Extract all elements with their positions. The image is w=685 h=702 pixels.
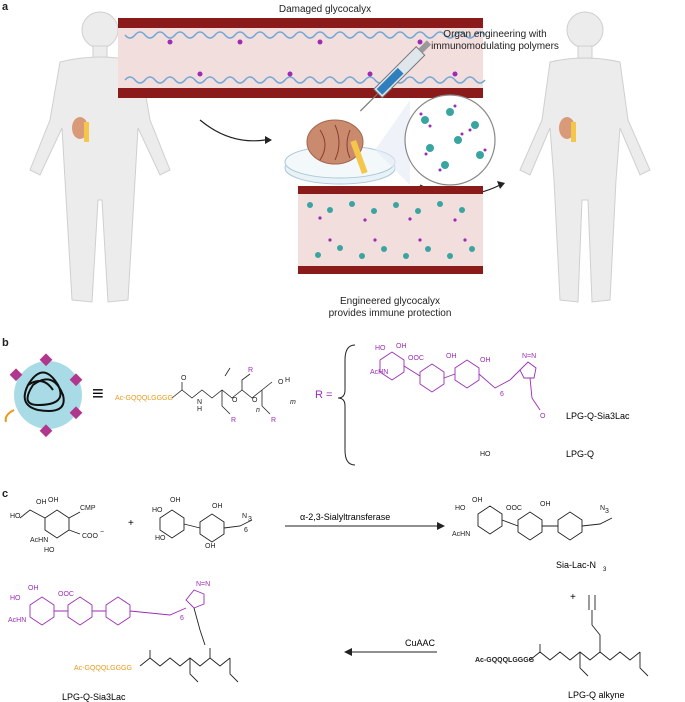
panel-c-label: c xyxy=(2,488,9,500)
damaged-glycocalyx-label: Damaged glycocalyx xyxy=(278,4,372,15)
svg-text:OH: OH xyxy=(446,353,457,360)
equivalence-symbol: ≡ xyxy=(92,383,104,405)
svg-text:AcHN: AcHN xyxy=(8,617,26,624)
svg-text:n: n xyxy=(256,407,260,414)
svg-text:OOC: OOC xyxy=(58,591,74,598)
svg-text:COO: COO xyxy=(82,533,99,540)
svg-text:6: 6 xyxy=(500,391,504,398)
svg-text:AcHN: AcHN xyxy=(370,369,388,376)
panel-a-illustration xyxy=(29,11,651,303)
plus-sign-1: + xyxy=(128,518,134,529)
svg-text:HO: HO xyxy=(455,505,466,512)
variant-lpg-q-sia3lac: LPG-Q-Sia3Lac xyxy=(566,411,630,421)
svg-text:O: O xyxy=(232,397,238,404)
flow-arrow-1 xyxy=(199,119,266,142)
enzyme-label: α-2,3-Sialyltransferase xyxy=(300,512,390,522)
svg-text:O: O xyxy=(540,413,546,420)
variant-lpg-q: LPG-Q xyxy=(566,449,594,459)
panel-c-illustration: HO OH OH CMP COO − AcHN HO + HO OH HO OH… xyxy=(8,497,649,702)
definition-brace xyxy=(337,344,356,466)
svg-text:R: R xyxy=(231,417,236,424)
sia3lac-structure xyxy=(379,351,541,411)
right-human-figure xyxy=(519,11,651,303)
final-product-structure xyxy=(29,589,205,626)
right-kidney xyxy=(559,117,576,142)
left-kidney xyxy=(72,117,89,142)
organ-engineering-label-1: Organ engineering with xyxy=(443,29,547,40)
lpg-backbone xyxy=(171,367,273,415)
svg-text:OH: OH xyxy=(48,497,59,504)
svg-text:6: 6 xyxy=(180,615,184,622)
cuaac-label: CuAAC xyxy=(405,638,436,648)
engineered-glycocalyx-label-1: Engineered glycocalyx xyxy=(339,296,441,307)
svg-text:OH: OH xyxy=(170,497,181,504)
lactose-azide xyxy=(159,509,253,543)
plus-sign-2: + xyxy=(570,592,576,603)
svg-text:HO: HO xyxy=(10,513,21,520)
lpg-q-alkyne-structure xyxy=(529,595,649,677)
svg-text:3: 3 xyxy=(605,508,609,515)
svg-text:H: H xyxy=(285,377,290,384)
svg-text:R: R xyxy=(271,417,276,424)
cmp-sialic-acid xyxy=(19,509,81,539)
svg-text:N: N xyxy=(242,513,247,520)
svg-text:O: O xyxy=(278,379,284,386)
svg-text:OOC: OOC xyxy=(408,355,424,362)
svg-text:Ac-GQQQLGGGG: Ac-GQQQLGGGG xyxy=(475,657,535,664)
r-equals-label: R = xyxy=(315,389,332,401)
svg-text:H: H xyxy=(197,406,202,413)
svg-text:AcHN: AcHN xyxy=(30,537,48,544)
panel-b-illustration: ≡ Ac-GQQQLGGGG O N H O O R R R n O H m R… xyxy=(4,343,630,466)
panel-b-label: b xyxy=(2,337,9,349)
svg-text:OH: OH xyxy=(212,503,223,510)
svg-text:HO: HO xyxy=(155,535,166,542)
peptide-label: Ac-GQQQLGGGG xyxy=(115,395,173,402)
svg-text:HO: HO xyxy=(480,451,491,458)
svg-text:OH: OH xyxy=(205,543,216,550)
left-human-figure xyxy=(29,11,171,303)
svg-text:OOC: OOC xyxy=(506,505,522,512)
svg-text:HO: HO xyxy=(10,595,21,602)
svg-text:3: 3 xyxy=(603,567,607,573)
petri-dish-kidney xyxy=(284,119,396,185)
organ-engineering-label-2: immunomodulating polymers xyxy=(431,41,559,52)
svg-text:N: N xyxy=(197,399,202,406)
svg-text:N=N: N=N xyxy=(196,581,210,588)
engineered-vessel xyxy=(298,186,483,274)
svg-text:OH: OH xyxy=(540,501,551,508)
final-product-label: LPG-Q-Sia3Lac xyxy=(62,692,126,702)
svg-text:HO: HO xyxy=(375,345,386,352)
svg-text:O: O xyxy=(181,375,187,382)
svg-text:3: 3 xyxy=(248,516,252,523)
lpg-q-alkyne-label: LPG-Q alkyne xyxy=(568,690,625,700)
product-sia-lac-n3: Sia-Lac-N xyxy=(556,560,596,570)
svg-text:AcHN: AcHN xyxy=(452,531,470,538)
svg-text:OH: OH xyxy=(396,343,407,350)
final-product-backbone xyxy=(139,607,239,683)
svg-text:CMP: CMP xyxy=(80,505,96,512)
svg-text:N: N xyxy=(600,505,605,512)
svg-text:R: R xyxy=(248,367,253,374)
panel-a-label: a xyxy=(2,1,9,13)
svg-text:HO: HO xyxy=(152,507,163,514)
sia-lac-azide xyxy=(477,505,613,541)
polymer-magnification xyxy=(375,94,496,186)
polymer-cartoon-icon xyxy=(4,353,83,438)
svg-text:6: 6 xyxy=(244,527,248,534)
svg-text:O: O xyxy=(252,397,258,404)
engineered-glycocalyx-label-2: provides immune protection xyxy=(328,308,452,319)
svg-text:−: − xyxy=(100,529,104,536)
svg-text:m: m xyxy=(290,399,296,406)
svg-text:HO: HO xyxy=(44,547,55,554)
svg-text:OH: OH xyxy=(480,357,491,364)
svg-text:OH: OH xyxy=(28,585,39,592)
svg-text:N=N: N=N xyxy=(522,353,536,360)
svg-text:OH: OH xyxy=(36,499,47,506)
svg-text:OH: OH xyxy=(472,497,483,504)
svg-text:Ac-GQQQLGGGG: Ac-GQQQLGGGG xyxy=(74,665,132,672)
syringe xyxy=(359,40,432,112)
